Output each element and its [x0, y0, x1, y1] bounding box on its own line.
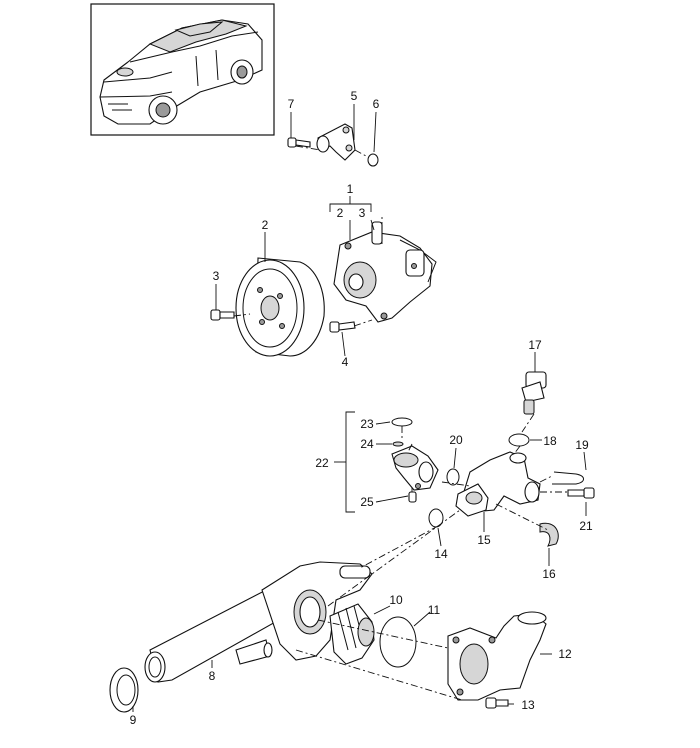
part-screw-3[interactable] — [210, 309, 235, 321]
part-temperature-sensor[interactable] — [521, 371, 547, 415]
part-clip-16[interactable] — [539, 522, 559, 547]
label-part-24[interactable]: 24 — [360, 437, 374, 451]
label-part-25[interactable]: 25 — [360, 495, 374, 509]
label-part-9[interactable]: 9 — [130, 713, 137, 727]
part-pulley[interactable] — [235, 257, 325, 357]
label-part-1[interactable]: 1 — [347, 182, 354, 196]
part-screw-13[interactable] — [485, 697, 509, 709]
part-thermostat-10[interactable] — [329, 603, 375, 665]
label-part-22[interactable]: 22 — [315, 456, 329, 470]
label-part-1-sub-3[interactable]: 3 — [359, 206, 366, 220]
part-seal-ring-9[interactable] — [109, 667, 139, 713]
part-o-ring-18[interactable] — [508, 433, 530, 447]
label-part-2[interactable]: 2 — [262, 218, 269, 232]
label-part-1-sub-2[interactable]: 2 — [337, 206, 344, 220]
label-part-6[interactable]: 6 — [373, 97, 380, 111]
part-clip-24[interactable] — [392, 441, 404, 447]
label-part-4[interactable]: 4 — [342, 355, 349, 369]
label-part-3[interactable]: 3 — [213, 269, 220, 283]
part-o-ring-20[interactable] — [446, 468, 460, 486]
part-o-ring-11[interactable] — [379, 616, 417, 668]
label-part-21[interactable]: 21 — [579, 519, 593, 533]
label-part-18[interactable]: 18 — [543, 434, 557, 448]
label-part-8[interactable]: 8 — [209, 669, 216, 683]
leader-lines — [132, 104, 587, 712]
part-wire-clip-19[interactable] — [552, 471, 584, 485]
part-coolant-pipe-8[interactable] — [144, 561, 373, 683]
label-part-12[interactable]: 12 — [558, 647, 572, 661]
part-pipe-flange[interactable] — [316, 123, 356, 161]
part-screw-7[interactable] — [287, 137, 311, 148]
label-part-14[interactable]: 14 — [434, 547, 448, 561]
part-labels: 7 5 6 1 2 3 2 3 4 17 23 24 22 25 20 18 1… — [130, 89, 593, 727]
part-o-ring-6[interactable] — [367, 153, 379, 167]
label-part-13[interactable]: 13 — [521, 698, 535, 712]
label-part-17[interactable]: 17 — [528, 338, 542, 352]
label-part-23[interactable]: 23 — [360, 417, 374, 431]
part-coolant-connector-15[interactable] — [455, 451, 541, 517]
label-part-10[interactable]: 10 — [389, 593, 403, 607]
label-part-20[interactable]: 20 — [449, 433, 463, 447]
part-thermostat-housing-22[interactable] — [391, 445, 439, 491]
label-part-7[interactable]: 7 — [288, 97, 295, 111]
assembly-lines — [233, 145, 568, 701]
label-part-11[interactable]: 11 — [428, 603, 441, 617]
label-part-16[interactable]: 16 — [542, 567, 556, 581]
part-elbow-cover-12[interactable] — [447, 611, 547, 701]
label-part-5[interactable]: 5 — [351, 89, 358, 103]
part-o-ring-23[interactable] — [391, 417, 413, 427]
label-part-19[interactable]: 19 — [575, 438, 589, 452]
part-screw-4[interactable] — [329, 321, 356, 333]
vehicle-thumbnail — [90, 3, 275, 136]
car-illustration — [99, 19, 263, 125]
part-water-pump[interactable] — [333, 221, 437, 323]
part-screw-21[interactable] — [567, 487, 595, 499]
label-part-15[interactable]: 15 — [477, 533, 491, 547]
part-screw-25[interactable] — [408, 491, 417, 503]
